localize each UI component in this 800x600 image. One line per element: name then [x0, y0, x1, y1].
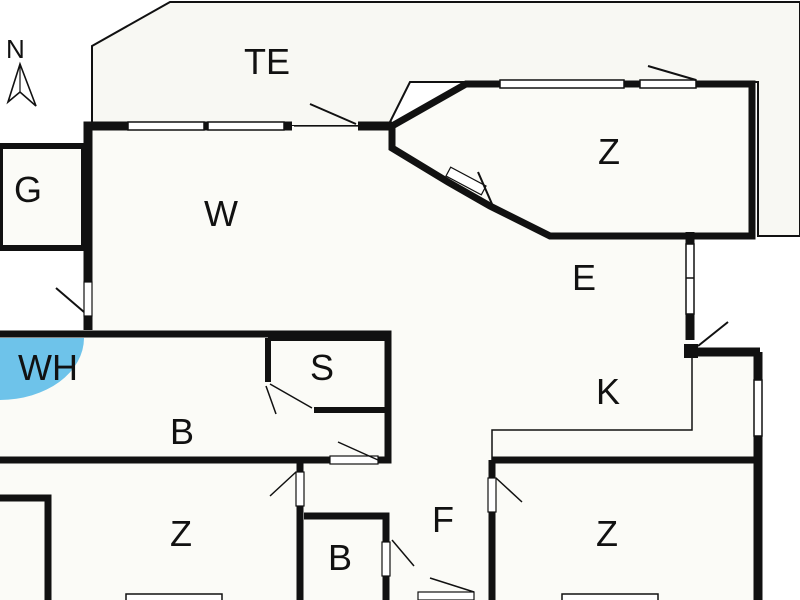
room-label-s: S — [310, 347, 334, 388]
door-gap — [381, 541, 391, 577]
door — [269, 383, 313, 409]
door — [55, 287, 85, 313]
door-gap — [487, 477, 497, 513]
room-label-z-bottom-right: Z — [596, 513, 618, 554]
room-s-walls — [265, 335, 388, 413]
wall-k-corner — [684, 344, 698, 358]
door-gap — [417, 591, 475, 600]
room-label-k: K — [596, 371, 620, 412]
room-label-f: F — [432, 499, 454, 540]
room-label-z-bottom-left: Z — [170, 513, 192, 554]
room-label-e: E — [572, 257, 596, 298]
kitchen-counter — [491, 358, 693, 460]
house-floor — [0, 126, 758, 600]
door-gap — [295, 471, 305, 507]
window — [753, 379, 763, 437]
room-label-te: TE — [244, 41, 290, 82]
window — [639, 79, 697, 89]
room-label-wh: WH — [18, 347, 78, 388]
room-label-w: W — [204, 193, 238, 234]
door — [309, 103, 357, 125]
door — [477, 171, 493, 205]
door-gap — [83, 281, 93, 317]
window — [125, 593, 223, 600]
room-label-z-top: Z — [598, 131, 620, 172]
room-label-b-mid: B — [170, 411, 194, 452]
room-label-b-bottom: B — [328, 537, 352, 578]
door — [337, 441, 379, 461]
door — [265, 385, 277, 415]
door — [429, 577, 475, 593]
door — [391, 539, 415, 567]
window — [127, 121, 205, 131]
window — [499, 79, 625, 89]
compass-label: N — [6, 34, 25, 64]
window — [685, 243, 695, 315]
hot-tub — [0, 338, 84, 400]
room-label-g: G — [14, 169, 42, 210]
window — [561, 593, 659, 600]
compass-icon: N — [6, 34, 37, 107]
door — [697, 321, 729, 347]
window — [207, 121, 285, 131]
door-gap — [445, 166, 487, 196]
door — [495, 477, 523, 503]
door — [269, 471, 297, 497]
room-g-area — [0, 143, 87, 251]
door — [647, 65, 697, 81]
room-b-mid-walls — [0, 330, 392, 464]
